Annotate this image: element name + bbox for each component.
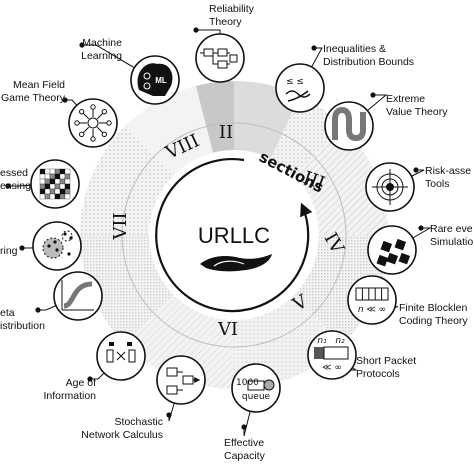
connector-dot <box>241 424 247 430</box>
topic-label: Short Packet <box>356 355 416 367</box>
grid-sensing-icon <box>39 168 71 200</box>
inequality-glyphs: ≤ ≤ <box>286 77 304 87</box>
center-title: URLLC <box>198 223 270 248</box>
radiation-target-icon <box>372 169 408 205</box>
packet-label-inf: ≪ ∞ <box>322 363 342 373</box>
topic-label: Coding Theory <box>399 315 468 327</box>
topic-label: Rare eve <box>430 223 473 235</box>
topic-label: Simulatio <box>430 236 473 248</box>
topic-label: Stochastic <box>115 416 163 428</box>
topic-label: ensing <box>0 180 31 192</box>
topic-circle[interactable] <box>195 33 245 83</box>
cycle-arrow <box>155 158 313 313</box>
topic-circle[interactable] <box>53 271 103 321</box>
topic-label: eta <box>0 307 15 319</box>
topic-label: essed <box>0 167 28 179</box>
topic-label: Protocols <box>356 368 400 380</box>
connector-dot <box>413 167 419 173</box>
numeral-ii: II <box>219 122 233 143</box>
topic-label: Tools <box>425 178 450 190</box>
ml-label: ML <box>155 76 167 85</box>
connector-dot <box>311 45 317 51</box>
age-of-information-icon <box>106 342 136 363</box>
topic-label: Theory <box>209 16 242 28</box>
block-diagram-icon <box>200 48 238 69</box>
numeral-vii: VII <box>110 212 131 240</box>
brain-ml-icon: ML <box>137 63 173 96</box>
connector-dot <box>370 92 376 98</box>
connector-dot <box>418 225 424 231</box>
dice-icon <box>376 238 411 267</box>
topic-label: Extreme <box>386 93 425 105</box>
packet-label-n2: n₂ <box>335 336 345 346</box>
topic-label: Machine <box>82 37 122 49</box>
hand-icon <box>200 254 272 272</box>
network-calculus-icon <box>166 367 199 395</box>
clustering-icon <box>42 230 73 259</box>
meta-distribution-icon <box>61 280 94 311</box>
queue-label: queue <box>242 392 271 402</box>
packet-label-n1: n₁ <box>317 336 327 346</box>
topic-label: Risk-asse <box>425 165 471 177</box>
topic-label: Information <box>43 390 96 402</box>
topic-circle[interactable] <box>367 225 417 275</box>
connector-dot <box>79 42 85 48</box>
mean-field-icon <box>74 104 112 142</box>
topic-label: Reliability <box>209 3 255 15</box>
topic-label: Capacity <box>224 450 266 462</box>
topic-label: Inequalities & <box>323 43 386 55</box>
topic-circle[interactable] <box>307 330 357 380</box>
numeral-vi: VI <box>217 319 238 340</box>
extreme-value-icon <box>332 106 366 142</box>
connector-dot <box>35 307 41 313</box>
topic-label: ring <box>0 245 18 257</box>
topic-circle[interactable] <box>275 63 325 113</box>
topic-label: Distribution Bounds <box>323 56 414 68</box>
connector-dot <box>19 245 25 251</box>
blocklength-icon: n ≪ ∞ <box>355 287 389 315</box>
center-disc <box>149 150 319 320</box>
section-wheel <box>79 80 389 390</box>
topic-circle[interactable] <box>68 98 118 148</box>
topic-label: Network Calculus <box>81 429 163 441</box>
topic-label: Finite Blocklen <box>399 302 467 314</box>
topic-label: Game Theory <box>1 92 66 104</box>
blocklength-label: n ≪ ∞ <box>358 305 386 315</box>
topic-label: Value Theory <box>386 106 448 118</box>
inequality-icon: ≤ ≤ <box>285 77 311 102</box>
topic-node-clustering[interactable]: ring <box>0 221 82 271</box>
connector-dot <box>5 183 11 189</box>
topic-label: istribution <box>0 320 45 332</box>
topic-label: Mean Field <box>13 79 65 91</box>
topic-circle[interactable] <box>231 363 281 413</box>
connector-dot <box>193 27 199 33</box>
topic-label: Age of <box>66 377 96 389</box>
topic-node-inequalities[interactable]: ≤ ≤ Inequalities &Distribution Bounds <box>275 43 414 113</box>
connector-dot <box>166 412 172 418</box>
topic-label: Learning <box>81 50 122 62</box>
packet-icon: n₁ n₂ ≪ ∞ <box>314 336 349 373</box>
topic-label: Effective <box>224 437 264 449</box>
connector-dot <box>62 97 68 103</box>
connector-dot <box>87 376 93 382</box>
